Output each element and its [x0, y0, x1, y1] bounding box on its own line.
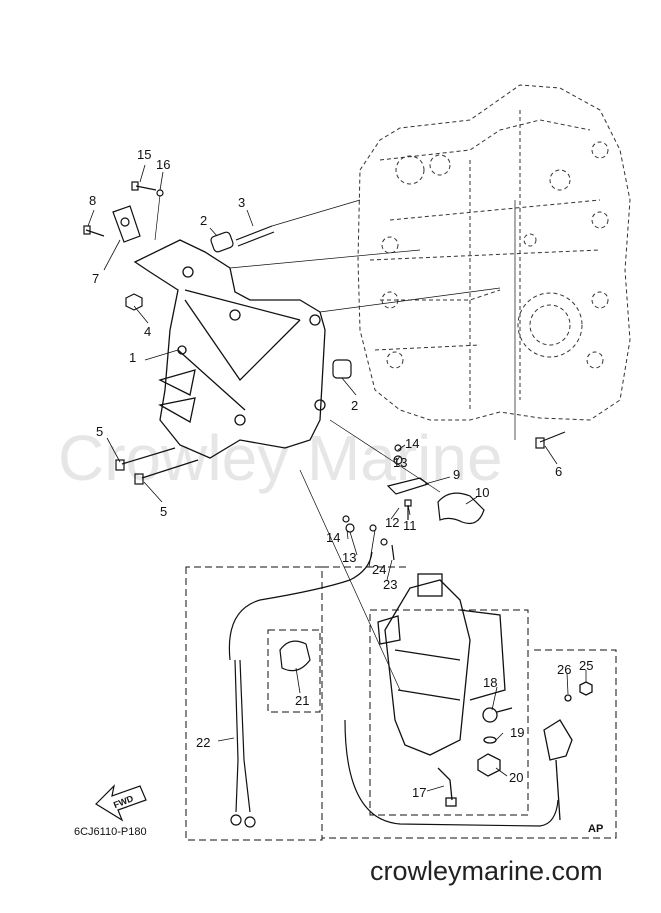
footer-url: crowleymarine.com	[370, 856, 603, 886]
callout-24: 24	[372, 562, 386, 577]
callout-12: 12	[385, 515, 399, 530]
callout-4: 4	[144, 324, 151, 339]
engine-block-outline	[357, 84, 631, 421]
callout-leaders	[87, 164, 587, 792]
callout-3: 3	[238, 195, 245, 210]
callout-8: 8	[89, 193, 96, 208]
callout-13-upper: 13	[393, 455, 407, 470]
callout-23: 23	[383, 577, 397, 592]
watermark-text: Crowley Marine	[58, 422, 503, 494]
callout-17: 17	[412, 785, 426, 800]
dashed-boxes	[185, 566, 617, 841]
callout-10: 10	[475, 485, 489, 500]
callout-5-lower: 5	[160, 504, 167, 519]
callout-2-lower: 2	[351, 398, 358, 413]
callout-22: 22	[196, 735, 210, 750]
callout-11: 11	[403, 518, 417, 533]
drawing-code: 6CJ6110-P180	[74, 826, 147, 838]
callout-labels: 1 2 2 3 4 5 5 6 7 8 9 10 11 12 13 13 14 …	[89, 147, 593, 800]
wiring-harness	[228, 551, 559, 828]
callout-14-lower: 14	[326, 530, 340, 545]
callout-7: 7	[92, 271, 99, 286]
callout-13-lower: 13	[342, 550, 356, 565]
callout-16: 16	[156, 157, 170, 172]
callout-18: 18	[483, 675, 497, 690]
callout-21: 21	[295, 693, 309, 708]
callout-5-upper: 5	[96, 424, 103, 439]
callout-26: 26	[557, 662, 571, 677]
callout-25: 25	[579, 658, 593, 673]
ap-label: AP	[588, 823, 603, 835]
callout-2-upper: 2	[200, 213, 207, 228]
callout-15: 15	[137, 147, 151, 162]
callout-1: 1	[129, 350, 136, 365]
callout-19: 19	[510, 725, 524, 740]
small-parts	[83, 181, 566, 561]
callout-20: 20	[509, 770, 523, 785]
callout-9: 9	[453, 467, 460, 482]
callout-6: 6	[555, 464, 562, 479]
fwd-arrow: FWD	[95, 784, 147, 822]
callout-14-upper: 14	[405, 436, 419, 451]
starter-motor	[377, 573, 593, 821]
